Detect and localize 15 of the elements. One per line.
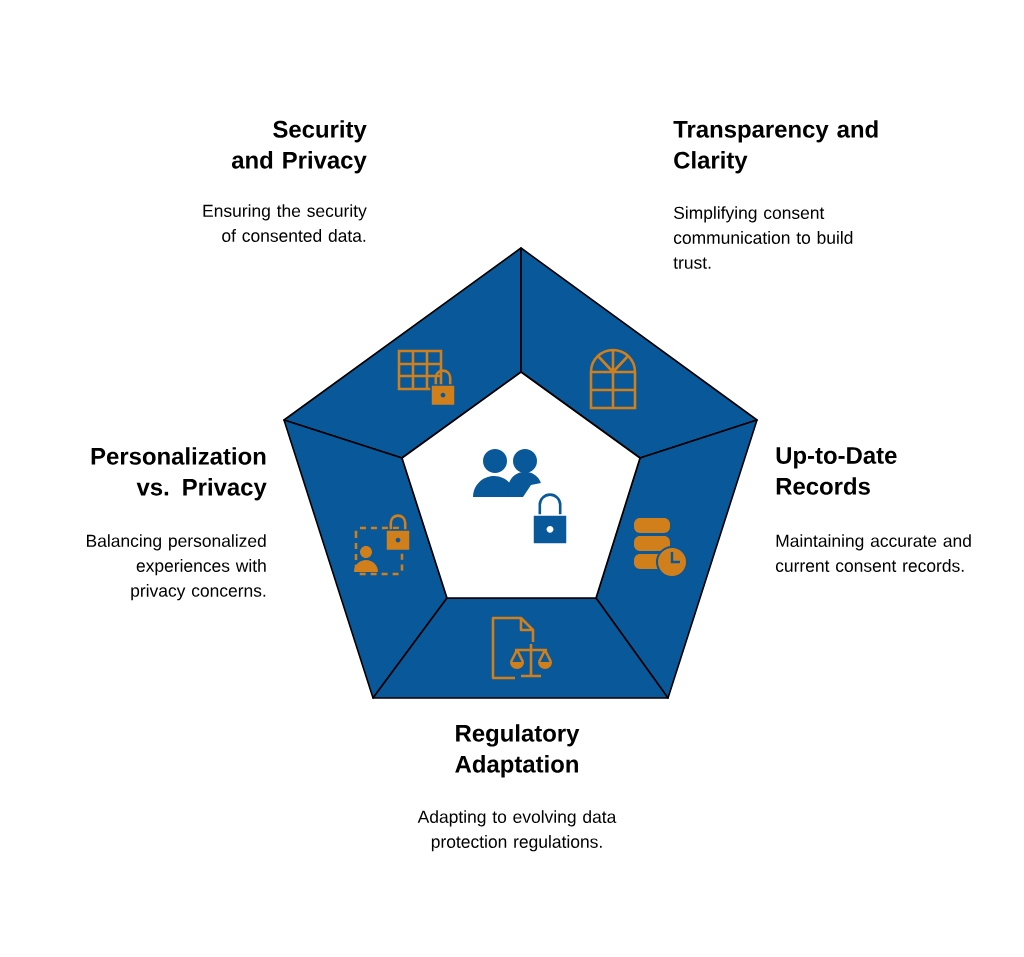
description: Adapting to evolving data protection regulations. — [417, 810, 617, 852]
description: Simplifying consent communication to build trust. — [673, 206, 853, 269]
description: Ensuring the security of consented data. — [203, 204, 367, 242]
section-title: Personalization vs. Privacy — [91, 447, 267, 501]
description: Balancing personalized experiences with privacy concerns. — [87, 534, 266, 601]
section-title: Security and Privacy — [231, 120, 367, 174]
pentagon-segment — [283, 247, 522, 459]
section-title: Up-to-Date Records — [776, 447, 897, 495]
description: Maintaining accurate and current consent records. — [775, 534, 971, 572]
section-title: Regulatory Adaptation — [455, 724, 580, 778]
pentagon-segment — [372, 597, 669, 699]
section-title: Transparency and Clarity — [673, 120, 878, 174]
center-pentagon — [401, 371, 641, 599]
pentagon-segment — [520, 247, 758, 459]
pentagon-segment — [283, 419, 448, 699]
